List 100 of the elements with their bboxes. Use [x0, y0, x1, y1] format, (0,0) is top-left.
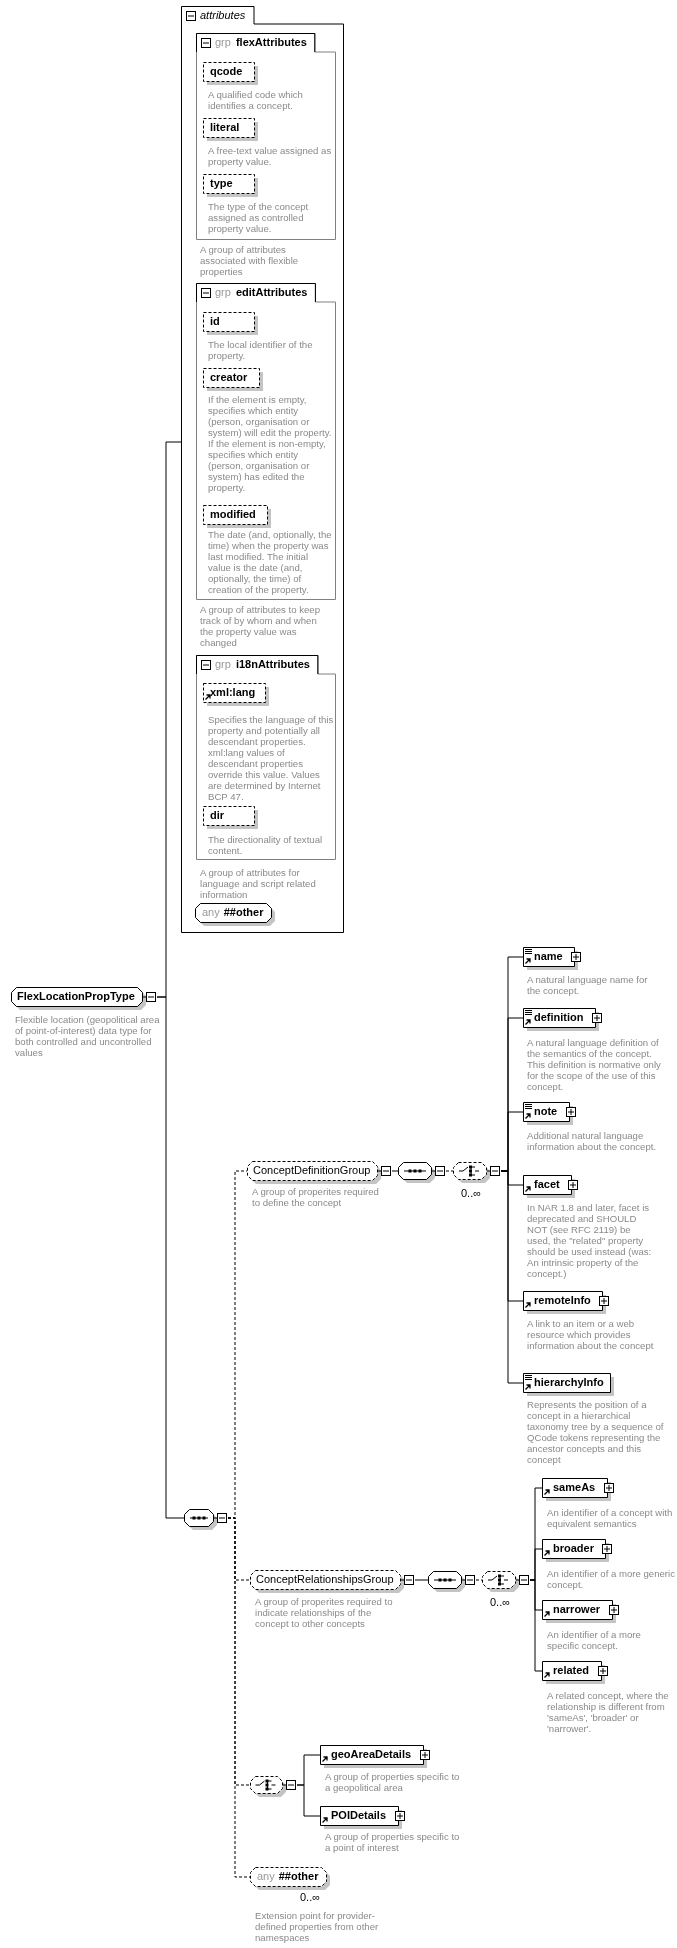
- group-title: attributes: [200, 9, 246, 22]
- wildcard-box: [195, 903, 276, 927]
- description-text: Flexible location (geopolitical area of point-of-interest) data type for both controlled and uncontrolled values: [15, 1014, 161, 1058]
- element-box: [523, 1291, 609, 1315]
- connector-line: [391, 1170, 399, 1172]
- description-text: In NAR 1.8 and later, facet is deprecated and SHOULD NOT (see RFC 2119) be used, the "related" property should be used instead (was: An intrinsic property of the concept.): [527, 1202, 652, 1279]
- choice-compositor: [250, 1776, 297, 1798]
- element-name: related: [553, 1664, 590, 1677]
- attribute-box: [203, 806, 259, 830]
- group-name: ConceptDefinitionGroup: [253, 1164, 371, 1177]
- attribute-name: creator: [210, 371, 248, 384]
- connector-line: [445, 1170, 454, 1172]
- element-box: [523, 1102, 576, 1126]
- element-box: [523, 947, 581, 971]
- group-prefix: grp: [215, 286, 231, 299]
- connector-line: [529, 1579, 543, 1672]
- group-title: flexAttributes: [235, 36, 307, 49]
- element-name: note: [534, 1105, 558, 1118]
- group-title: i18nAttributes: [235, 658, 310, 671]
- group-prefix: grp: [215, 36, 231, 49]
- element-box: [542, 1478, 614, 1502]
- description-text: An identifier of a more specific concept.: [547, 1629, 642, 1651]
- description-text: Extension point for provider-defined properties from other namespaces: [255, 1910, 380, 1943]
- element-name: hierarchyInfo: [534, 1376, 604, 1389]
- description-text: Represents the position of a concept in a hierarchical taxonomy tree by a sequence of QCode tokens representing the ancestor concepts and this concept: [527, 1399, 665, 1465]
- attribute-group-panel: [196, 33, 336, 240]
- element-name: definition: [534, 1011, 584, 1024]
- element-name: remoteInfo: [534, 1294, 591, 1307]
- attribute-name: qcode: [210, 65, 243, 78]
- description-text: The directionality of textual content.: [208, 834, 324, 856]
- attribute-box: [203, 683, 270, 707]
- choice-compositor: [453, 1162, 501, 1184]
- group-title: editAttributes: [235, 286, 308, 299]
- attribute-name: id: [210, 315, 220, 328]
- occurrence-label: 0..∞: [490, 1597, 512, 1608]
- attribute-name: modified: [210, 508, 256, 521]
- sequence-compositor: [398, 1162, 446, 1184]
- description-text: Specifies the language of this property and potentially all descendant properties. xml:lang values of descendant properties override this value. Values are determined by Internet BCP 47.: [208, 714, 335, 802]
- description-text: The local identifier of the property.: [208, 339, 314, 361]
- attribute-box: [203, 174, 259, 198]
- description-text: A group of properites required to define the concept: [252, 1186, 380, 1208]
- element-box: [523, 1373, 615, 1397]
- occurrence-label: 0..∞: [461, 1188, 483, 1199]
- connector-line: [500, 1170, 524, 1384]
- description-text: The date (and, optionally, the time) when the property was last modified. The initial value is the date (and, optionally, the time) of creation of the property.: [208, 529, 333, 595]
- sequence-compositor: [184, 1509, 228, 1531]
- element-box: [523, 1175, 578, 1199]
- connector-line: [414, 1579, 429, 1581]
- group-reference-box: [247, 1161, 392, 1185]
- type-name: FlexLocationPropType: [17, 990, 135, 1003]
- sequence-compositor: [428, 1571, 476, 1593]
- description-text: Additional natural language information about the concept.: [527, 1130, 658, 1152]
- description-text: An identifier of a more generic concept.: [547, 1568, 675, 1590]
- description-text: A group of attributes for language and script related information: [200, 867, 317, 900]
- connector-line: [296, 1784, 321, 1817]
- attribute-name: dir: [210, 809, 225, 822]
- attributes-panel: [181, 6, 344, 933]
- namespace-name: ##other: [223, 906, 264, 919]
- description-text: An identifier of a concept with equivalent semantics: [547, 1507, 674, 1529]
- attribute-name: literal: [210, 121, 240, 134]
- description-text: If the element is empty, specifies which entity (person, organisation or system) will edit the property. If the element is non-empty, specifies which entity (person, organisation or system) has edited the property.: [208, 394, 333, 493]
- type-box: [11, 987, 157, 1011]
- element-box: [542, 1539, 612, 1563]
- attribute-group-panel: [196, 655, 336, 860]
- wildcard-keyword: any: [202, 906, 220, 919]
- attribute-box: [203, 118, 259, 142]
- connector-line: [156, 996, 185, 1519]
- description-text: The type of the concept assigned as controlled property value.: [208, 201, 310, 234]
- description-text: A natural language definition of the semantics of the concept. This definition is normative only for the scope of the use of this concept.: [527, 1037, 662, 1092]
- element-name: POIDetails: [331, 1809, 387, 1822]
- choice-compositor: [482, 1571, 530, 1593]
- element-name: sameAs: [553, 1481, 596, 1494]
- element-box: [320, 1806, 405, 1830]
- description-text: A group of attributes associated with flexible properties: [200, 244, 300, 277]
- element-name: broader: [553, 1542, 594, 1555]
- description-text: A group of properites required to indicate relationships of the concept to other concepts: [255, 1596, 394, 1629]
- group-name: ConceptRelationshipsGroup: [256, 1573, 394, 1586]
- description-text: A link to an item or a web resource which provides information about the concept: [527, 1318, 655, 1351]
- attribute-name: type: [210, 177, 233, 190]
- element-box: [542, 1661, 608, 1685]
- attribute-group-panel: [196, 283, 336, 600]
- namespace-name: ##other: [278, 1870, 319, 1883]
- attribute-box: [203, 312, 259, 336]
- element-box: [542, 1600, 619, 1624]
- connector-line: [227, 1517, 251, 1878]
- description-text: A natural language name for the concept.: [527, 974, 649, 996]
- attribute-name: xml:lang: [210, 686, 256, 699]
- attribute-box: [203, 505, 272, 529]
- element-name: facet: [534, 1178, 560, 1191]
- element-box: [320, 1745, 430, 1769]
- element-box: [523, 1008, 602, 1032]
- description-text: A group of properties specific to a point of interest: [325, 1831, 460, 1853]
- description-text: A group of attributes to keep track of by whom and when the property value was changed: [200, 604, 321, 648]
- group-reference-box: [250, 1570, 415, 1594]
- description-text: A free-text value assigned as property value.: [208, 145, 333, 167]
- description-text: A group of properties specific to a geopolitical area: [325, 1771, 460, 1793]
- description-text: A qualified code which identifies a concept.: [208, 89, 304, 111]
- wildcard-keyword: any: [257, 1870, 275, 1883]
- element-name: geoAreaDetails: [331, 1748, 412, 1761]
- occurrence-label: 0..∞: [300, 1892, 322, 1903]
